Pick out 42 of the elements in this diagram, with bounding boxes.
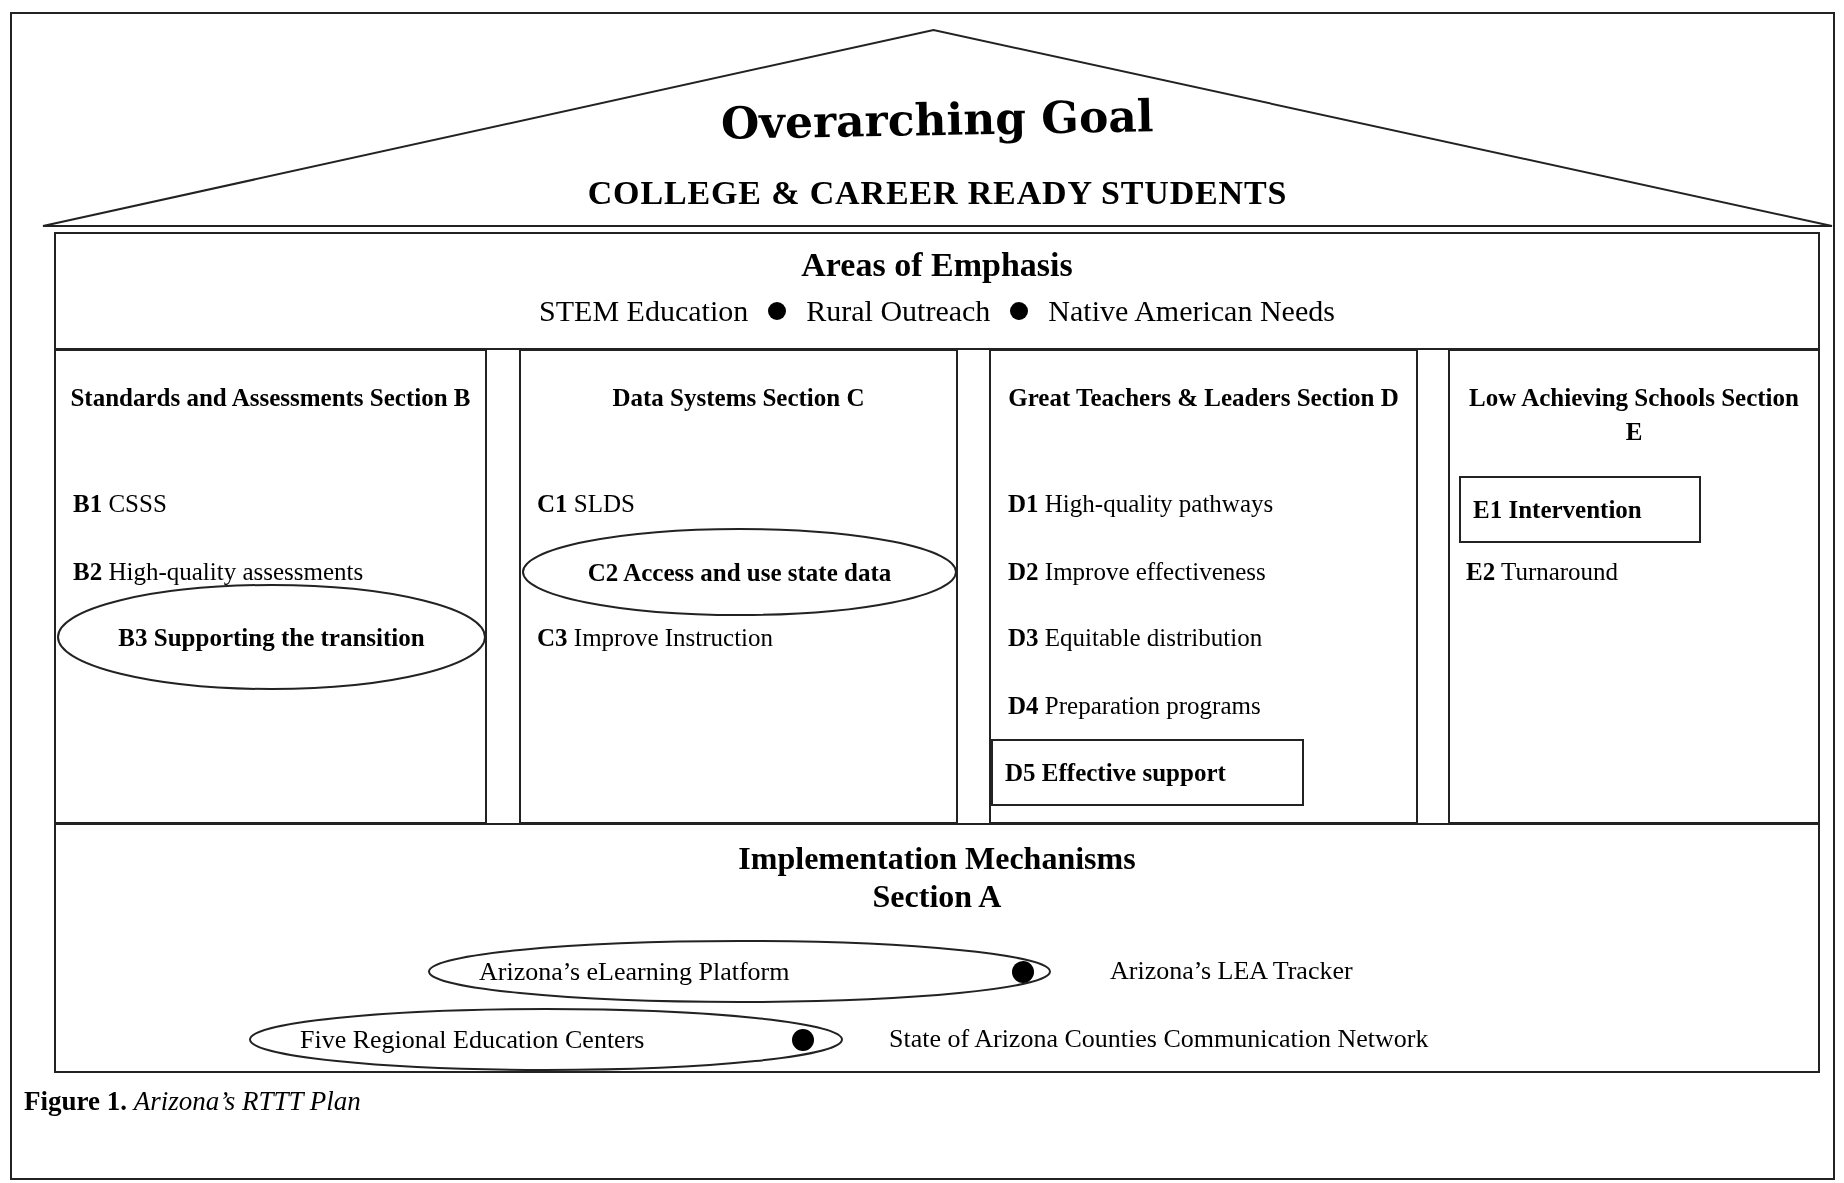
circled-item [56, 583, 487, 691]
circled-item [248, 1007, 844, 1072]
goal-text: COLLEGE & CAREER READY STUDENTS [587, 176, 1288, 210]
mechanism-text: State of Arizona Counties Communication Network [889, 1026, 1429, 1052]
boxed-item [991, 739, 1304, 806]
list-item: C3 Improve Instruction [537, 625, 774, 650]
item-text: Arizona’s eLearning Platform [479, 958, 790, 985]
circled-item [427, 939, 1052, 1004]
emphasis-item: Native American Needs [1048, 296, 1335, 326]
list-item: D3 Equitable distribution [1008, 625, 1263, 650]
column-heading: Standards and Assessments Section B [69, 383, 472, 413]
roof-triangle [41, 28, 1834, 230]
item-text: C2 Access and use state data [587, 559, 892, 585]
list-item: D1 High-quality pathways [1008, 491, 1274, 516]
emphasis-item: Rural Outreach [806, 296, 991, 326]
boxed-item [1459, 476, 1701, 543]
pillar-panel [1448, 349, 1820, 824]
list-item: D2 Improve effectiveness [1008, 559, 1266, 584]
emphasis-panel [54, 232, 1820, 350]
section-heading: Areas of Emphasis [801, 248, 1073, 282]
emphasis-item: STEM Education [539, 296, 749, 326]
foundation-panel [54, 823, 1820, 1073]
column-heading: Low Achieving Schools Section E [1468, 383, 1800, 447]
pillar-panel [519, 349, 958, 824]
item-text: B3 Supporting the transition [118, 624, 425, 650]
item-text: E1 Intervention [1473, 497, 1642, 522]
list-item: B2 High-quality assessments [73, 559, 364, 584]
list-item: E2 Turnaround [1466, 559, 1619, 584]
figure-caption: Figure 1. Arizona’s RTTT Plan [24, 1088, 361, 1115]
mechanism-text: Arizona’s LEA Tracker [1110, 958, 1353, 984]
roof-title: Overarching Goal [720, 94, 1155, 146]
section-heading: Implementation Mechanisms Section A [737, 839, 1137, 915]
circled-item [521, 527, 958, 617]
item-text: Five Regional Education Centers [300, 1026, 645, 1053]
list-item: C1 SLDS [537, 491, 635, 516]
column-heading: Data Systems Section C [611, 383, 866, 413]
pillar-panel [989, 349, 1418, 824]
pillar-panel [54, 349, 487, 824]
list-item: D4 Preparation programs [1008, 693, 1261, 718]
list-item: B1 CSSS [73, 491, 167, 516]
item-text: D5 Effective support [1005, 760, 1226, 785]
column-heading: Great Teachers & Leaders Section D [1007, 383, 1400, 413]
